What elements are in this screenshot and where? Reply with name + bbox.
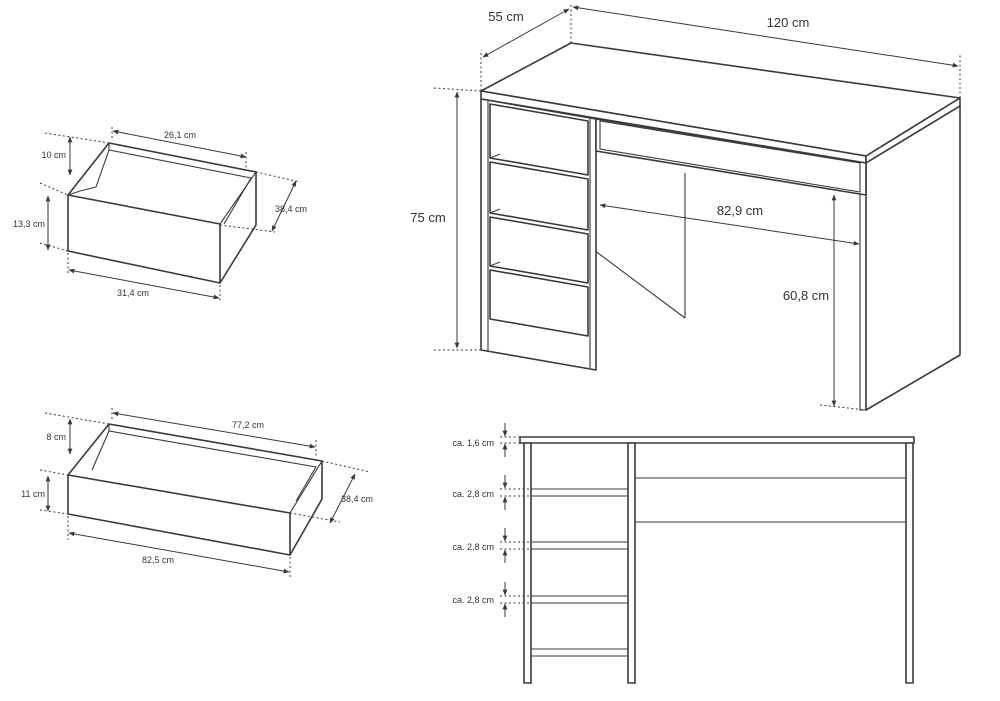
large-drawer-depth-line [329, 473, 356, 524]
desk-wide-drawer [595, 118, 867, 196]
large-drawer-outer-width-label: 82,5 cm [142, 555, 174, 565]
desk-drawer-4 [489, 269, 589, 337]
small-drawer-outer-height-label: 13,3 cm [13, 219, 45, 229]
small-drawer-outer-width-label: 31,4 cm [117, 288, 149, 298]
desk-drawer-1 [489, 103, 589, 176]
front-top-thickness-label: ca. 1,6 cm [452, 438, 494, 448]
large-drawer-inner-width-line [112, 411, 316, 449]
front-gap1-label: ca. 2,8 cm [452, 489, 494, 499]
large-drawer-outer-width-line [68, 531, 290, 574]
front-gap2-label: ca. 2,8 cm [452, 542, 494, 552]
small-drawer-depth-label: 38,4 cm [275, 204, 307, 214]
desk-drawer-2 [489, 161, 589, 231]
desk-width-label: 120 cm [767, 15, 810, 30]
large-drawer-outer-height-label: 11 cm [21, 489, 45, 499]
large-drawer-depth-label: 38,4 cm [341, 494, 373, 504]
desk-front-view: ca. 1,6 cm ca. 2,8 cm ca. 2,8 cm ca. 2,8… [452, 423, 915, 684]
front-top [519, 436, 915, 444]
desk-knee-width-line [599, 203, 860, 246]
desk-perspective: 55 cm 120 cm 75 cm 82,9 cm 60,8 cm [410, 5, 961, 411]
desk-depth-label: 55 cm [488, 9, 523, 24]
small-drawer-inner-width-line [112, 129, 247, 159]
desk-height-label: 75 cm [410, 210, 445, 225]
desk-knee-height-label: 60,8 cm [783, 288, 829, 303]
front-gap3-label: ca. 2,8 cm [452, 595, 494, 605]
desk-width-line [572, 5, 959, 68]
small-drawer-depth-line [271, 180, 297, 232]
large-drawer: 77,2 cm 8 cm 11 cm 82,5 cm 38,4 cm [21, 408, 373, 577]
desk-depth-line [482, 8, 570, 58]
desk-knee-width-label: 82,9 cm [717, 203, 763, 218]
small-drawer-inner-height-label: 10 cm [41, 150, 66, 160]
small-drawer-outer-width-line [68, 268, 220, 300]
large-drawer-inner-width-label: 77,2 cm [232, 420, 264, 430]
small-drawer-inner-width-label: 26,1 cm [164, 130, 196, 140]
desk-drawer-3 [489, 216, 589, 284]
large-drawer-inner-height-label: 8 cm [46, 432, 66, 442]
small-drawer: 26,1 cm 10 cm 13,3 cm 31,4 cm 38,4 cm [13, 127, 307, 303]
